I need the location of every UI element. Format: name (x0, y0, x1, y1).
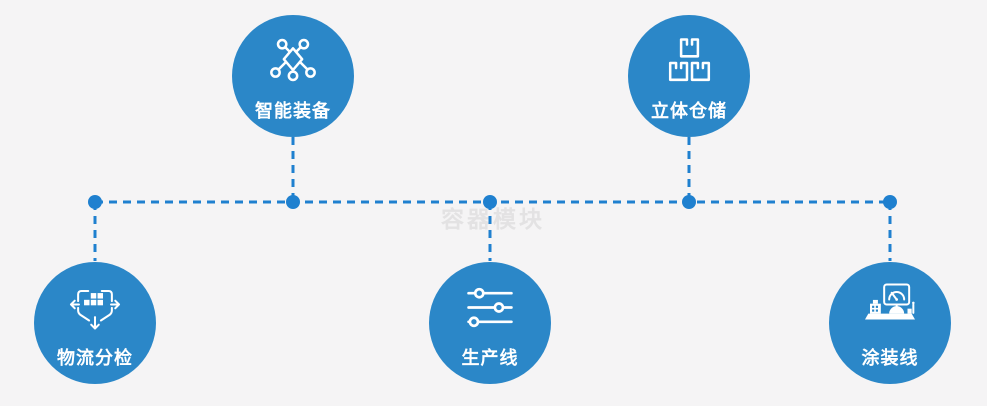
node-production-line: 生产线 (429, 262, 551, 384)
node-label: 立体仓储 (651, 101, 727, 121)
junction-dot (88, 195, 102, 209)
node-coating-line: 涂装线 (829, 262, 951, 384)
node-label: 生产线 (461, 348, 519, 368)
node-logistics-sorting: 物流分检 (34, 262, 156, 384)
sorting-arrows-icon (68, 282, 122, 332)
junction-dot (286, 195, 300, 209)
watermark: 容器模块 (441, 206, 545, 232)
junction-dot (682, 195, 696, 209)
node-intelligent-equipment: 智能装备 (232, 15, 354, 137)
node-label: 物流分检 (57, 348, 133, 368)
network-nodes-icon (268, 35, 318, 85)
machine-monitor-icon (858, 282, 922, 332)
stacked-boxes-icon (666, 35, 713, 85)
node-label: 涂装线 (861, 348, 919, 368)
sliders-icon (465, 282, 515, 332)
node-label: 智能装备 (255, 101, 331, 121)
junction-dot (883, 195, 897, 209)
node-stereo-warehouse: 立体仓储 (628, 15, 750, 137)
